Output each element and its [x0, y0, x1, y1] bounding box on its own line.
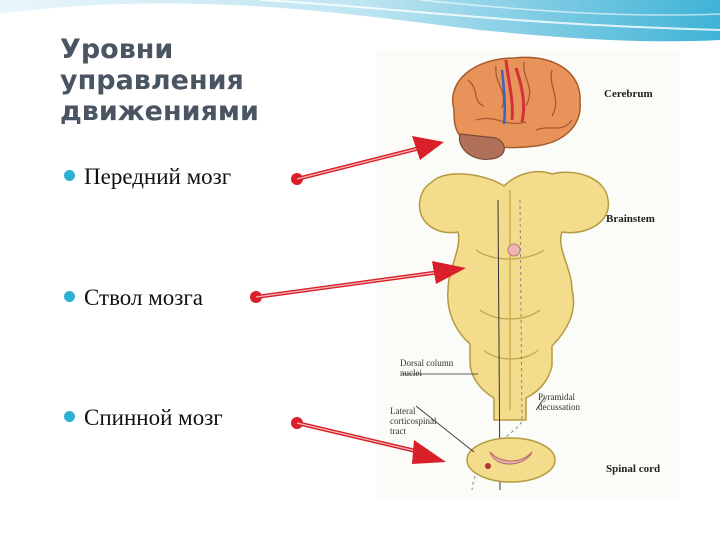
title-line: движениями — [60, 96, 259, 127]
cns-anatomy-drawing — [402, 56, 610, 491]
annotation-line: corticospinal — [390, 416, 437, 426]
annotation-line: Lateral — [390, 406, 416, 416]
annotation-line: Pyramidal — [538, 392, 575, 402]
annotation-line: tract — [390, 426, 406, 436]
pyramidal-decussation-annotation: Pyramidal decussation — [538, 392, 580, 412]
bullet-dot-icon — [64, 411, 75, 422]
bullet-text: Ствол мозга — [84, 285, 203, 310]
brainstem-illustration — [418, 170, 610, 491]
cerebrum-label: Cerebrum — [604, 88, 653, 100]
annotation-line: decussation — [538, 402, 580, 412]
cns-anatomy-figure: Cerebrum Brainstem Spinal cord Dorsal co… — [376, 50, 680, 498]
dorsal-column-nuclei-annotation: Dorsal column nuclei — [400, 358, 453, 378]
annotation-line: nuclei — [400, 368, 422, 378]
bullet-forebrain: Передний мозг — [64, 164, 231, 190]
title-line: управления — [60, 65, 244, 96]
bullet-spinal-cord: Спинной мозг — [64, 405, 223, 431]
annotation-line: Dorsal column — [400, 358, 454, 368]
spinal-cord-label: Spinal cord — [606, 463, 661, 475]
bullet-text: Передний мозг — [84, 164, 232, 189]
spinal-cord-illustration — [466, 437, 556, 483]
brainstem-label: Brainstem — [606, 213, 655, 225]
title-line: Уровни — [60, 34, 174, 65]
cerebrum-illustration — [451, 56, 581, 160]
bullet-brainstem: Ствол мозга — [64, 285, 203, 311]
lateral-corticospinal-tract-annotation: Lateral corticospinal tract — [390, 406, 437, 436]
bullet-dot-icon — [64, 291, 75, 302]
page-title: Уровни управления движениями — [60, 34, 320, 127]
bullet-text: Спинной мозг — [84, 405, 223, 430]
bullet-list: Передний мозг Ствол мозга Спинной мозг — [64, 164, 231, 431]
header-wave-decoration — [0, 0, 720, 42]
bullet-dot-icon — [64, 170, 75, 181]
